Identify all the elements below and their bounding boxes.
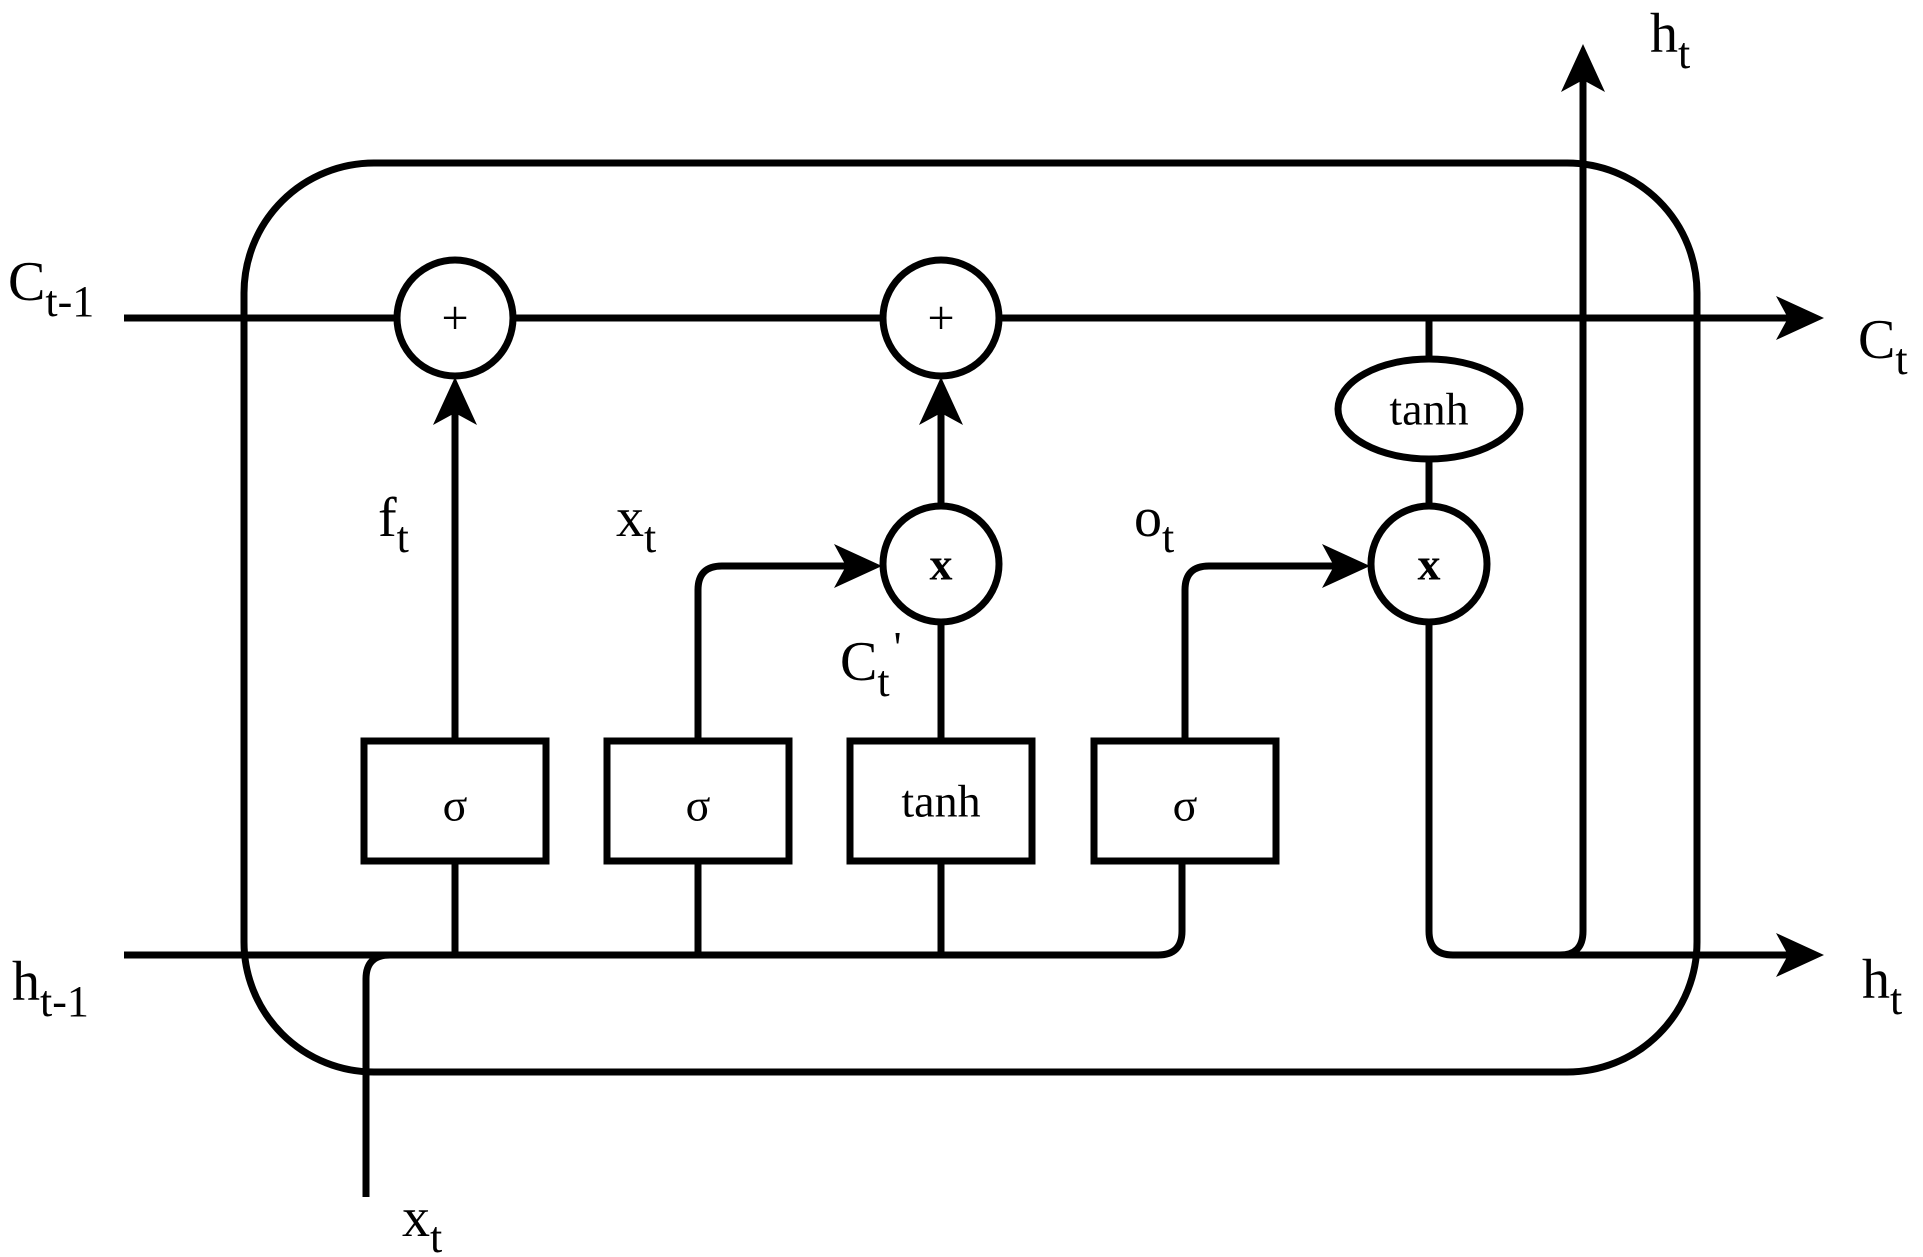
x-in-label: xt [402,1187,442,1257]
cell-tanh-node [1334,355,1524,463]
output-mul-symbol: x [1418,539,1441,590]
h-prev-label: ht-1 [12,951,89,1026]
input-add-symbol: + [927,292,954,345]
h-out-right-label: ht [1862,949,1902,1024]
forget-arrowhead [433,377,477,425]
input-gate-box [603,737,793,865]
mul-arrowhead [919,377,963,425]
input-add-node [879,256,1003,380]
cell-state-arrowhead [1776,296,1824,340]
output-gate-label: σ [1173,780,1198,831]
h-up-arrowhead [1561,44,1605,92]
hidden-input-line [124,861,1186,959]
h-out-arrowhead [1776,933,1824,977]
candidate-gate-label: tanh [901,776,980,827]
input-to-mul-line [694,562,850,741]
forget-add-symbol: + [441,292,468,345]
c-out-label: Ct [1858,309,1908,384]
forget-add-node [393,256,517,380]
input-arrowhead [834,544,882,588]
c-prev-label: Ct-1 [8,251,94,326]
x-input-line [362,951,391,1197]
forget-gate-label: σ [443,780,468,831]
i-gate-label: xt [616,487,656,562]
cell-tanh-label: tanh [1389,384,1468,435]
cell-boundary [240,159,1701,1076]
f-gate-label: ft [378,487,409,562]
candidate-gate-box [846,737,1036,865]
input-mul-symbol: x [930,539,953,590]
output-gate-box [1090,737,1280,865]
h-up-line [1559,80,1587,959]
input-mul-node [879,502,1003,626]
h-out-top-label: ht [1650,3,1690,78]
o-gate-label: ot [1134,487,1174,562]
input-gate-label: σ [686,780,711,831]
forget-gate-box [360,737,550,865]
output-mul-node [1367,502,1491,626]
output-h-line [1425,622,1790,959]
output-arrowhead [1322,544,1370,588]
c-cand-label: Ct' [840,623,902,706]
output-to-mul-line [1181,562,1338,741]
